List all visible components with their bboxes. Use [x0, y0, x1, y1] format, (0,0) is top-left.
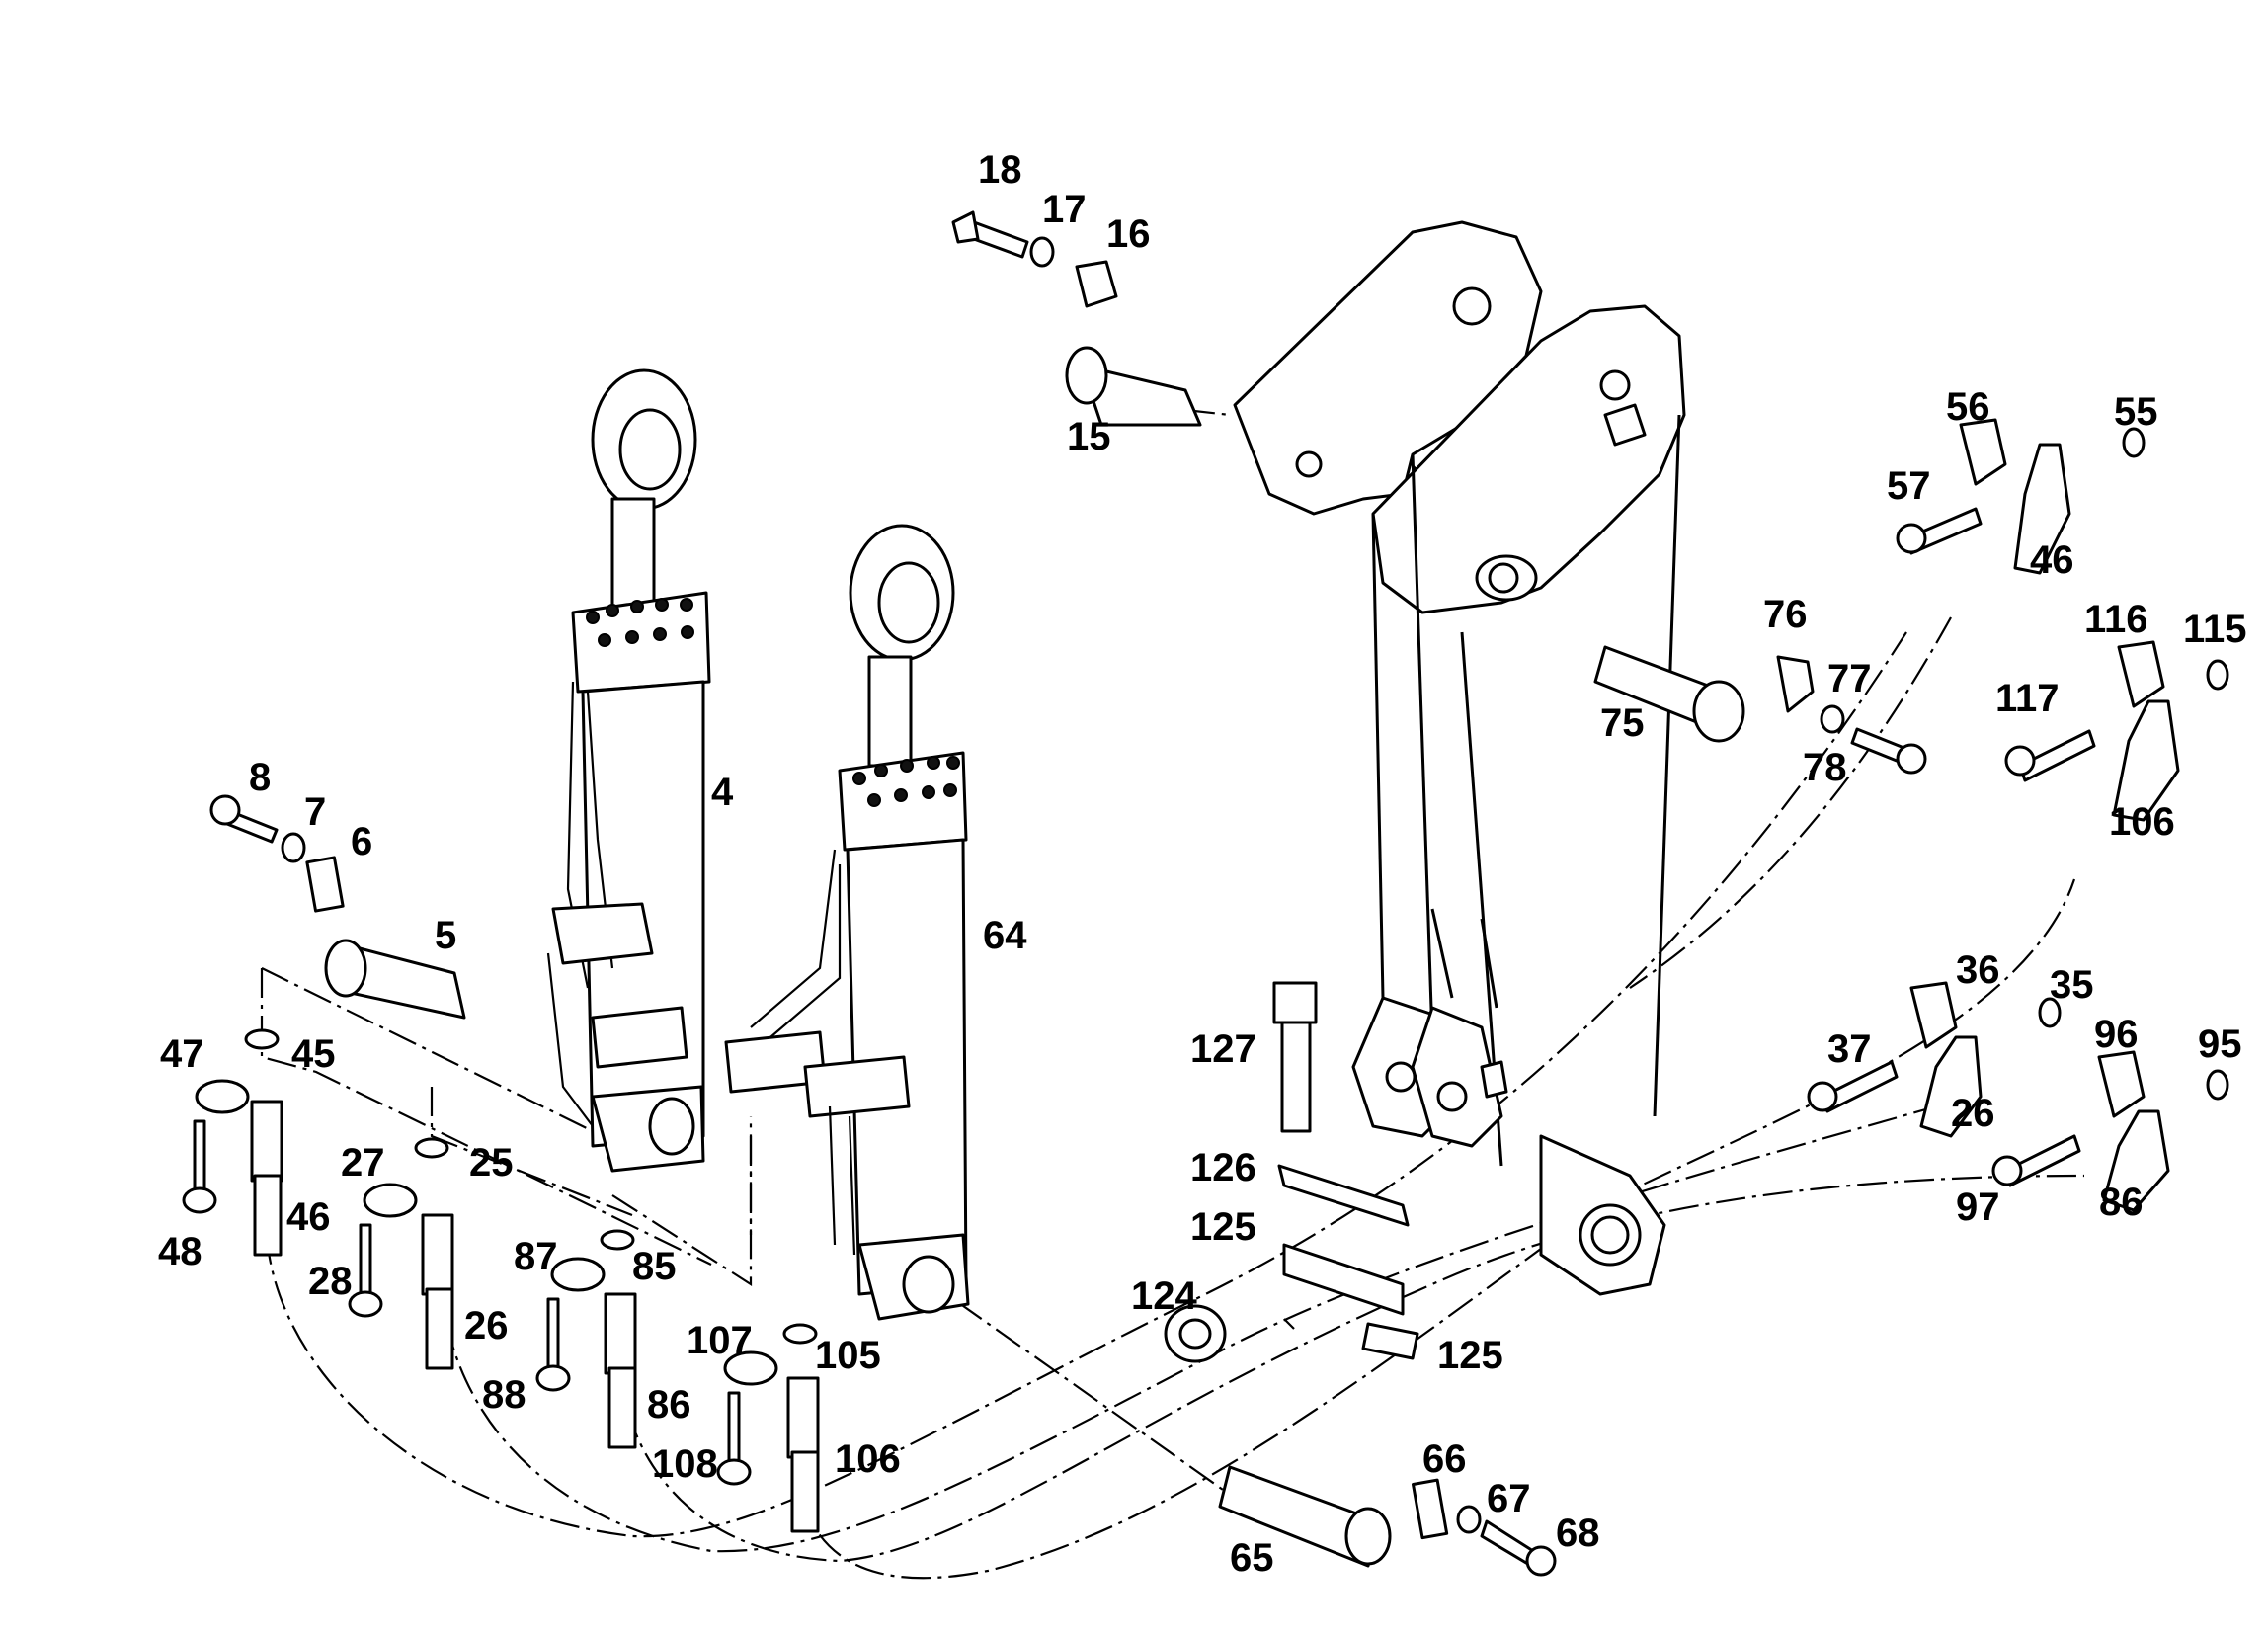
label-115: 115	[2183, 608, 2247, 651]
label-88: 88	[482, 1373, 526, 1417]
label-55: 55	[2114, 390, 2158, 434]
label-97: 97	[1956, 1186, 2000, 1229]
label-7: 7	[304, 790, 326, 834]
label-68: 68	[1556, 1512, 1600, 1555]
label-66: 66	[1422, 1437, 1467, 1481]
label-4: 4	[711, 771, 734, 814]
label-8: 8	[249, 756, 271, 799]
boom-bracket	[1233, 220, 1686, 1296]
label-78: 78	[1803, 746, 1847, 789]
label-67: 67	[1487, 1477, 1531, 1520]
label-18: 18	[978, 148, 1022, 192]
label-26: 26	[464, 1304, 509, 1348]
label-15: 15	[1067, 415, 1111, 458]
label-86: 86	[2099, 1181, 2144, 1224]
callout-labels: 18 17 16 15 56 55 57 46 76 116 115 77 11…	[158, 148, 2247, 1580]
label-65: 65	[1230, 1536, 1274, 1580]
label-46: 46	[2030, 538, 2074, 582]
label-116: 116	[2084, 598, 2148, 641]
label-28: 28	[308, 1260, 353, 1303]
hydraulic-cylinder-4	[546, 368, 711, 1173]
label-124: 124	[1131, 1274, 1197, 1318]
label-56: 56	[1946, 385, 1990, 429]
label-86: 86	[647, 1383, 691, 1427]
label-125: 125	[1190, 1205, 1256, 1249]
label-36: 36	[1956, 948, 2000, 992]
label-48: 48	[158, 1230, 202, 1273]
label-95: 95	[2198, 1022, 2242, 1066]
label-17: 17	[1042, 188, 1087, 231]
label-125: 125	[1437, 1334, 1503, 1377]
label-47: 47	[160, 1032, 204, 1076]
label-75: 75	[1600, 701, 1645, 745]
label-85: 85	[632, 1245, 677, 1288]
label-106: 106	[835, 1437, 901, 1481]
pins-and-hardware	[209, 210, 1927, 1577]
routing-lines	[260, 408, 2085, 1580]
label-117: 117	[1995, 677, 2060, 720]
label-107: 107	[687, 1319, 753, 1362]
label-37: 37	[1827, 1027, 1872, 1071]
label-6: 6	[351, 820, 372, 863]
label-105: 105	[815, 1334, 881, 1377]
label-76: 76	[1763, 593, 1808, 636]
label-46: 46	[286, 1195, 331, 1239]
label-57: 57	[1887, 464, 1931, 508]
label-127: 127	[1190, 1027, 1256, 1071]
label-96: 96	[2094, 1013, 2139, 1056]
label-16: 16	[1106, 212, 1151, 256]
label-87: 87	[514, 1235, 558, 1278]
right-fittings	[1807, 418, 2229, 1212]
label-26: 26	[1951, 1092, 1995, 1135]
hose-fittings	[182, 1028, 820, 1533]
label-27: 27	[341, 1141, 385, 1185]
label-126: 126	[1190, 1146, 1256, 1189]
label-45: 45	[291, 1032, 336, 1076]
hydraulic-cylinder-64	[724, 524, 970, 1321]
label-25: 25	[469, 1141, 514, 1185]
label-106: 106	[2109, 800, 2175, 844]
label-35: 35	[2050, 963, 2094, 1007]
label-64: 64	[983, 914, 1027, 957]
label-5: 5	[435, 914, 456, 957]
label-108: 108	[652, 1442, 718, 1486]
label-77: 77	[1827, 657, 1872, 700]
